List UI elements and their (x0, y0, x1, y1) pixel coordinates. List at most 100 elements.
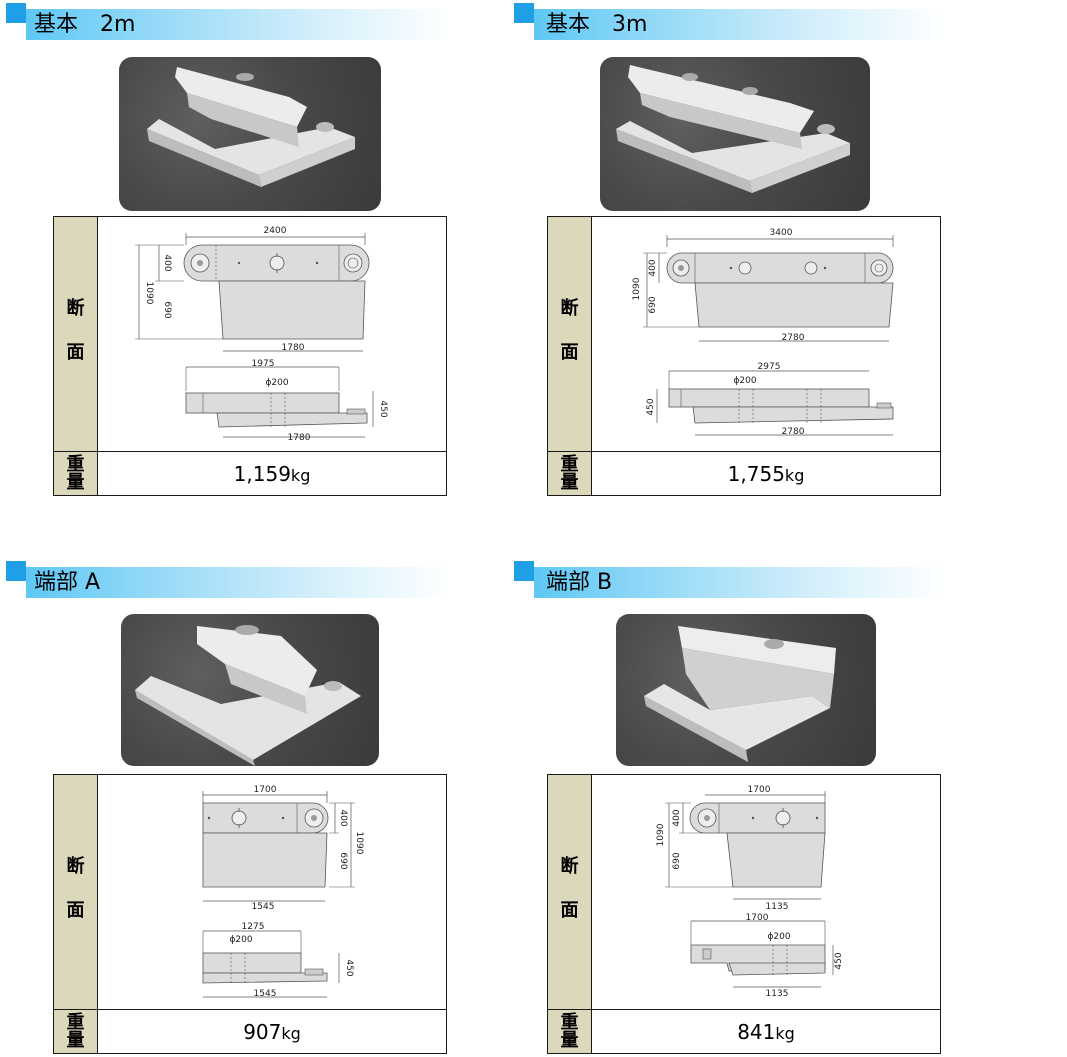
cross-section-drawing: 1700 400 1090 690 1135 1700 ϕ20 (656, 785, 844, 999)
header-band (26, 9, 450, 40)
dim-side-height: 450 (834, 952, 844, 969)
cross-section-drawing: 1700 400 1090 690 1545 1275 ϕ20 (202, 785, 364, 999)
section-label-1: 断 (66, 856, 85, 877)
cross-section-drawing: 3400 400 1090 690 2780 2975 ϕ20 (632, 228, 894, 437)
dim-top-width: 2400 (264, 226, 287, 236)
block-header: 端部 A (0, 558, 450, 598)
label-column (548, 217, 592, 495)
block-title: 基本 2m (34, 12, 136, 37)
header-band (26, 567, 450, 598)
section-label-1: 断 (560, 856, 579, 877)
dim-bottom-width: 1780 (282, 343, 305, 353)
dim-hole: ϕ200 (767, 932, 790, 942)
dim-h-top: 400 (648, 259, 658, 276)
dim-h-total: 1090 (144, 282, 154, 305)
dim-side-height: 450 (378, 400, 388, 417)
dim-side-bottom: 1780 (288, 433, 311, 443)
dim-side-height: 450 (646, 398, 656, 415)
section-label-2: 面 (66, 900, 85, 921)
product-photo (119, 57, 381, 211)
weight-label-2: 量 (66, 1030, 85, 1051)
label-column (548, 775, 592, 1053)
dim-top-width: 1700 (254, 785, 277, 795)
dim-hole: ϕ200 (229, 935, 252, 945)
weight-number: 841 (737, 1020, 776, 1044)
block-title: 端部 B (546, 570, 613, 595)
dim-h-bottom: 690 (162, 301, 172, 318)
dim-hole: ϕ200 (265, 378, 288, 388)
block-header: 基本 3m (494, 0, 944, 40)
dim-side-width: 1975 (252, 359, 275, 369)
weight-label-2: 量 (560, 1030, 579, 1051)
weight-value: 1,755kg (592, 454, 940, 494)
weight-label-2: 量 (560, 472, 579, 493)
dim-bottom-width: 1545 (252, 902, 275, 912)
dim-top-width: 3400 (770, 228, 793, 238)
table-divider (548, 1009, 940, 1010)
dim-side-height: 450 (344, 959, 354, 976)
weight-number: 907 (243, 1020, 282, 1044)
label-column (54, 217, 98, 495)
weight-unit: kg (281, 1024, 301, 1043)
block-header: 基本 2m (0, 0, 450, 40)
dim-h-total: 1090 (354, 832, 364, 855)
header-band (534, 9, 944, 40)
cross-section-drawing: 2400 400 1090 690 1780 (135, 226, 388, 443)
header-square-icon (6, 561, 26, 581)
section-label-1: 断 (560, 298, 579, 319)
spec-table: 断 面 重 量 907kg 1700 400 1090 6 (53, 774, 447, 1054)
section-label-2: 面 (66, 342, 85, 363)
weight-label-2: 量 (66, 472, 85, 493)
label-column (54, 775, 98, 1053)
header-square-icon (6, 3, 26, 23)
spec-table: 断 面 重 量 1,755kg 3400 400 109 (547, 216, 941, 496)
block-title: 基本 3m (546, 12, 648, 37)
header-square-icon (514, 561, 534, 581)
header-band (534, 567, 944, 598)
dim-h-total: 1090 (656, 823, 666, 846)
table-divider (54, 1009, 446, 1010)
section-label-1: 断 (66, 298, 85, 319)
weight-label-1: 重 (66, 1012, 85, 1033)
product-photo (600, 57, 870, 211)
dim-side-bottom: 2780 (782, 427, 805, 437)
dim-h-top: 400 (162, 254, 172, 271)
dim-side-width: 2975 (758, 362, 781, 372)
dim-h-total: 1090 (632, 277, 642, 300)
spec-table: 断 面 重 量 1,159kg 2400 (53, 216, 447, 496)
dim-h-top: 400 (338, 809, 348, 826)
weight-value: 907kg (98, 1012, 446, 1052)
product-photo (616, 614, 876, 766)
weight-value: 841kg (592, 1012, 940, 1052)
product-photo (121, 614, 379, 766)
weight-label-1: 重 (66, 454, 85, 475)
dim-side-width: 1700 (746, 913, 769, 923)
weight-unit: kg (290, 466, 311, 485)
weight-unit: kg (784, 466, 805, 485)
dim-side-width: 1275 (242, 922, 265, 932)
block-header: 端部 B (494, 558, 944, 598)
dim-bottom-width: 2780 (782, 333, 805, 343)
header-square-icon (514, 3, 534, 23)
spec-table: 断 面 重 量 841kg 1700 400 1090 690 (547, 774, 941, 1054)
table-divider (548, 451, 940, 452)
dim-side-bottom: 1545 (254, 989, 277, 999)
weight-number: 1,755 (727, 462, 785, 486)
dim-h-bottom: 690 (648, 296, 658, 313)
table-divider (54, 451, 446, 452)
weight-label-1: 重 (560, 1012, 579, 1033)
section-label-2: 面 (560, 900, 579, 921)
dim-top-width: 1700 (748, 785, 771, 795)
dim-h-bottom: 690 (672, 852, 682, 869)
dim-h-top: 400 (672, 809, 682, 826)
weight-number: 1,159 (233, 462, 291, 486)
dim-bottom-width: 1135 (766, 902, 789, 912)
weight-label-1: 重 (560, 454, 579, 475)
weight-unit: kg (775, 1024, 795, 1043)
block-title: 端部 A (34, 570, 101, 595)
dim-side-bottom: 1135 (766, 989, 789, 999)
dim-h-bottom: 690 (338, 852, 348, 869)
weight-value: 1,159kg (98, 454, 446, 494)
section-label-2: 面 (560, 342, 579, 363)
dim-hole: ϕ200 (733, 376, 756, 386)
